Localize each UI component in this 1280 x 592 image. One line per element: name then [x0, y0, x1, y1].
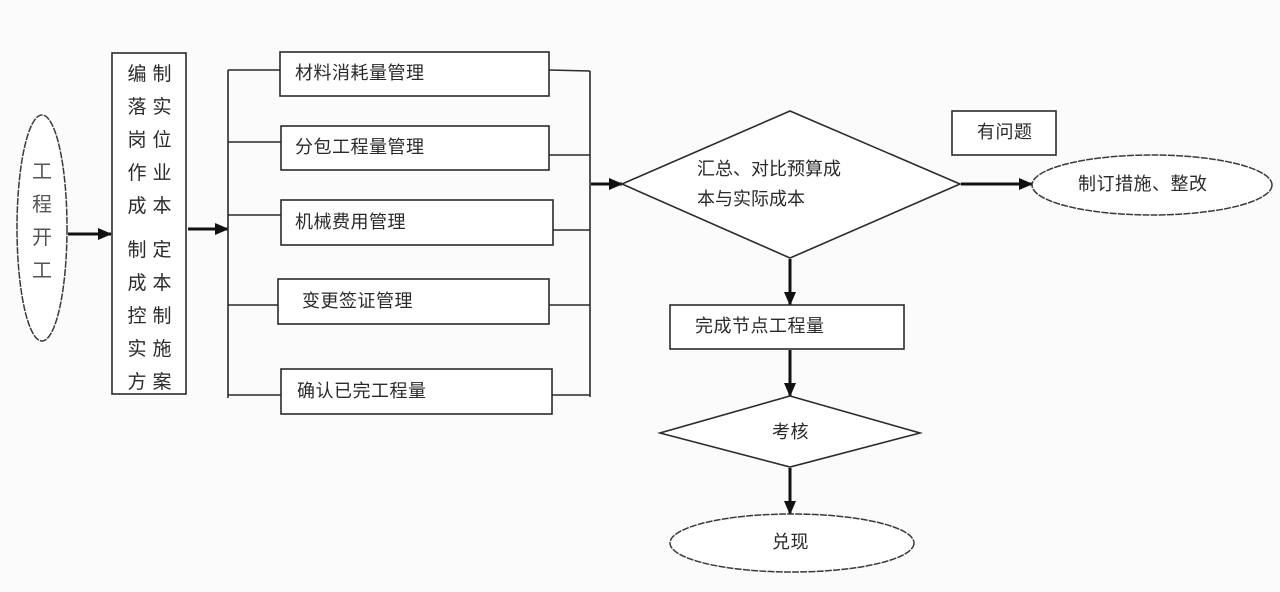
problem-label-shape [951, 110, 1057, 156]
management-box-1-shape [279, 51, 550, 97]
rectify-node-label: 制订措施、整改 [1078, 174, 1208, 195]
assess-decision-shape [656, 395, 924, 468]
plan-box-column-2: 制实位业本 [152, 63, 172, 217]
rectify-node-shape [1031, 154, 1273, 216]
management-item-4-label: 变更签证管理 [302, 291, 413, 312]
plan-box-column-4: 定本制施案 [152, 239, 172, 393]
management-box-3-shape [280, 199, 554, 246]
compare-decision-label: 汇总、对比预算成 本与实际成本 [697, 155, 887, 215]
management-item-5-label: 确认已完工程量 [297, 381, 427, 402]
plan-box-column-1: 编落岗作成 [127, 63, 147, 217]
management-box-2-shape [280, 125, 550, 171]
management-box-4-shape [277, 278, 550, 325]
milestone-box-shape [669, 304, 905, 350]
management-box-5-shape [280, 368, 553, 415]
milestone-box-label: 完成节点工程量 [695, 316, 825, 337]
management-item-2-label: 分包工程量管理 [295, 137, 425, 158]
start-node-label: 工程开工 [32, 159, 52, 282]
compare-decision-line-1: 汇总、对比预算成 [697, 159, 841, 180]
management-item-3-label: 机械费用管理 [295, 212, 406, 233]
start-node-shape [16, 114, 68, 342]
compare-decision-shape [620, 110, 963, 259]
end-node-shape [669, 513, 915, 573]
plan-box-column-3: 制成控实方 [127, 239, 147, 393]
plan-box-shape [111, 52, 187, 395]
problem-label-text: 有问题 [977, 122, 1033, 143]
end-node-label: 兑现 [772, 532, 809, 553]
management-item-1-label: 材料消耗量管理 [295, 63, 425, 84]
assess-decision-label: 考核 [772, 422, 809, 443]
compare-decision-line-2: 本与实际成本 [697, 189, 805, 210]
right-branch-1 [548, 69, 591, 72]
